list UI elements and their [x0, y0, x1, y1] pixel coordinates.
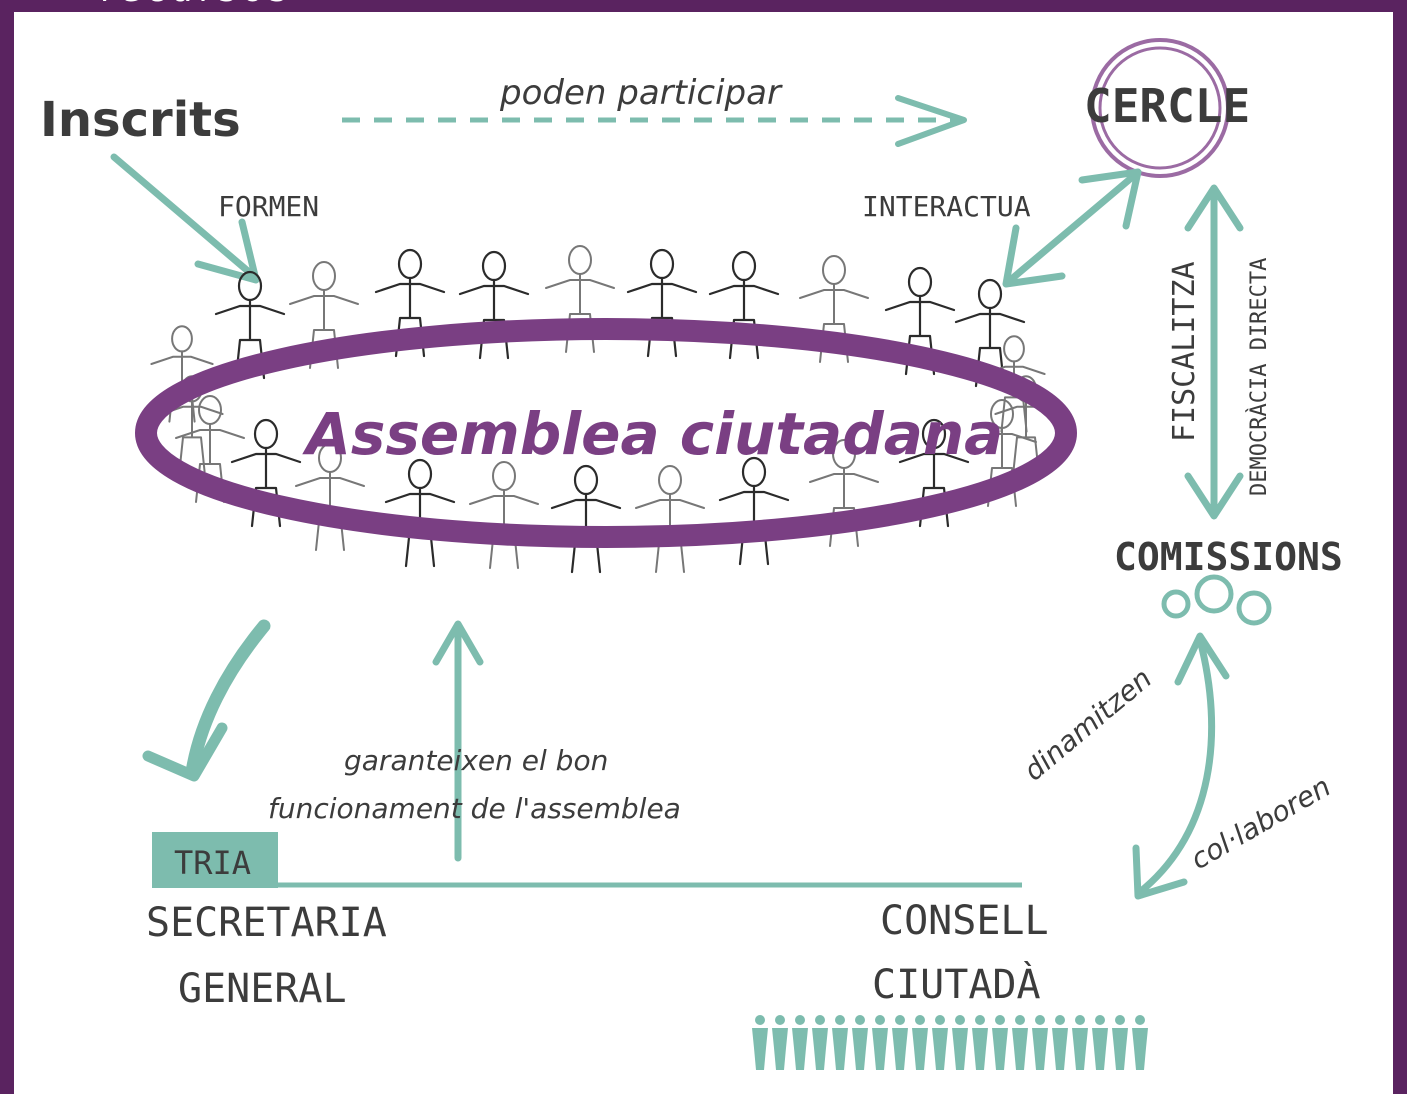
council-member-icon [952, 1015, 968, 1070]
garanteixen-arrowhead [432, 620, 484, 666]
cercle-label: CERCLE [1084, 79, 1250, 133]
formen-arrow [110, 153, 260, 282]
comissions-circle-2 [1194, 574, 1234, 614]
comissions-label: COMISSIONS [1114, 535, 1343, 579]
comissions-circle-1 [1161, 589, 1191, 619]
stick-figure [295, 443, 365, 551]
collaboren-arrowhead-bottom [1132, 844, 1188, 900]
fiscalitza-arrowhead-bottom [1184, 472, 1244, 520]
council-member-icon [1012, 1015, 1028, 1070]
council-member-icon [792, 1015, 808, 1070]
council-member-icon [772, 1015, 788, 1070]
council-member-icon [892, 1015, 908, 1070]
tria-badge [152, 832, 278, 888]
assemblea-label: Assemblea ciutadana [302, 400, 1003, 468]
council-member-icon [912, 1015, 928, 1070]
council-member-icon [752, 1015, 768, 1070]
collaboren-arrow [1136, 636, 1216, 896]
garanteixen-label-line1: garanteixen el bon [344, 744, 608, 777]
council-member-icon [852, 1015, 868, 1070]
cercle-ring-inner [1098, 46, 1222, 170]
democracia-directa-label: DEMOCRÀCIA DIRECTA [1246, 258, 1272, 496]
council-member-icon [832, 1015, 848, 1070]
formen-label: FORMEN [218, 190, 319, 223]
garanteixen-label-line2: funcionament de l'assemblea [268, 792, 681, 825]
interactua-arrowhead-bottom [1002, 224, 1066, 288]
council-member-icon [1072, 1015, 1088, 1070]
council-member-icon [1132, 1015, 1148, 1070]
poden-participar-arrowhead [895, 95, 967, 147]
diagram-svg: poden participar Inscrits FORMEN CERCLE … [40, 38, 1343, 1070]
formen-arrowhead [194, 218, 260, 284]
council-member-icon [1112, 1015, 1128, 1070]
interactua-label: INTERACTUA [862, 190, 1031, 223]
council-member-icon [812, 1015, 828, 1070]
tria-flow-arrowhead [142, 722, 228, 782]
council-member-icon [1092, 1015, 1108, 1070]
stick-figure [384, 458, 456, 568]
interactua-arrowhead-top [1078, 168, 1142, 230]
fiscalitza-arrowhead-top [1184, 184, 1244, 232]
top-strip-label: recursos [100, 0, 293, 10]
consell-label-line2: CIUTADÀ [872, 960, 1041, 1008]
stick-figure [469, 461, 539, 569]
interactua-arrow [1004, 170, 1140, 286]
stick-figure [718, 456, 790, 566]
collaboren-arrowhead-top [1174, 632, 1230, 686]
council-member-icon [972, 1015, 988, 1070]
council-member-icon [872, 1015, 888, 1070]
council-member-icon [1032, 1015, 1048, 1070]
inscrits-label: Inscrits [40, 92, 241, 148]
stick-figure [550, 464, 622, 574]
poden-participar-label: poden participar [499, 73, 783, 113]
council-member-icon [932, 1015, 948, 1070]
cercle-ring-outer [1090, 38, 1230, 178]
stick-figure [214, 270, 286, 380]
assemblea-people-circle [150, 245, 1058, 574]
diagram-canvas: poden participar Inscrits FORMEN CERCLE … [14, 12, 1393, 1094]
consell-label-line1: CONSELL [880, 898, 1049, 944]
dinamitzen-label: dinamitzen [1017, 662, 1158, 788]
council-member-icon [1052, 1015, 1068, 1070]
comissions-circle-3 [1236, 590, 1272, 626]
secretaria-label-line2: GENERAL [178, 966, 347, 1012]
consell-members-icons [752, 1015, 1148, 1070]
tria-label: TRIA [174, 844, 251, 882]
stick-figure [635, 465, 705, 573]
council-member-icon [992, 1015, 1008, 1070]
fiscalitza-label: FISCALITZA [1167, 261, 1202, 442]
tria-flow-arrow [185, 619, 271, 779]
secretaria-label-line1: SECRETARIA [146, 900, 387, 946]
assemblea-ellipse [135, 318, 1077, 548]
